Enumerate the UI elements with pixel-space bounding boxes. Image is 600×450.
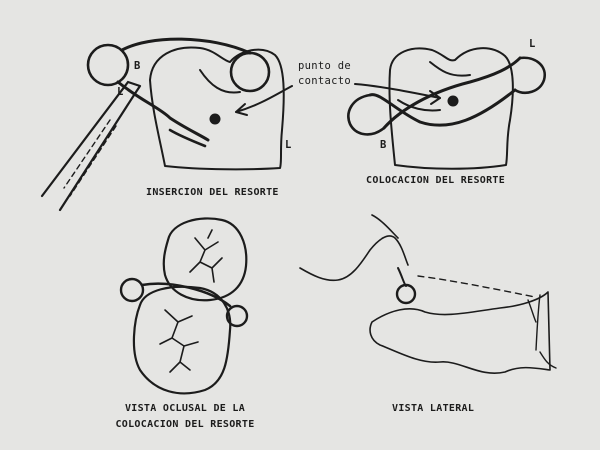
contact-point-placement	[448, 96, 459, 107]
caption-lateral: VISTA LATERAL	[392, 403, 474, 414]
occlusal-spring-left	[121, 279, 143, 301]
lateral-spring-loop	[397, 285, 415, 303]
panel-lateral	[300, 215, 556, 373]
lateral-gingiva-dashed	[418, 276, 535, 297]
spring-right-loop	[231, 53, 269, 91]
label-b-right: B	[380, 139, 387, 151]
lateral-lower-teeth	[370, 292, 550, 373]
tooth-insertion	[150, 47, 284, 169]
spring-loop-lingual	[515, 58, 545, 93]
lateral-root-line-2	[540, 352, 556, 368]
pliers-handle	[42, 82, 140, 210]
lateral-upper-contour	[372, 215, 398, 238]
tooth-placement-fissure	[430, 62, 470, 76]
panel-insertion	[42, 39, 284, 210]
caption-occlusal-2: COLOCACION DEL RESORTE	[90, 419, 280, 430]
label-l-pliers: L	[117, 86, 124, 98]
spring-lower-arm	[118, 82, 208, 140]
spring-upper-arm	[122, 39, 250, 53]
label-l-tooth: L	[285, 139, 292, 151]
panel-occlusal	[121, 218, 247, 393]
panel-placement	[348, 48, 544, 169]
spring-lower-arm-2	[170, 130, 205, 146]
lateral-spring-arm	[398, 268, 406, 286]
caption-occlusal-1: VISTA OCLUSAL DE LA	[100, 403, 270, 414]
label-l-right: L	[529, 38, 536, 50]
occlusal-lower-molar	[134, 287, 230, 394]
contact-arrows	[236, 84, 440, 115]
contact-point-insertion	[210, 114, 221, 125]
label-b-left: B	[134, 60, 141, 72]
occlusal-lower-fissures	[160, 310, 198, 372]
caption-placement: COLOCACION DEL RESORTE	[366, 175, 505, 186]
label-contact-point-1: punto de	[298, 60, 351, 72]
caption-insertion: INSERCION DEL RESORTE	[146, 187, 279, 198]
lateral-upper-tooth	[300, 236, 408, 280]
label-contact-point-2: contacto	[298, 75, 351, 87]
spring-loop-buccal	[348, 95, 384, 134]
occlusal-upper-fissures	[190, 230, 222, 282]
lateral-root-line	[528, 295, 540, 350]
spring-placement-upper	[384, 58, 520, 128]
